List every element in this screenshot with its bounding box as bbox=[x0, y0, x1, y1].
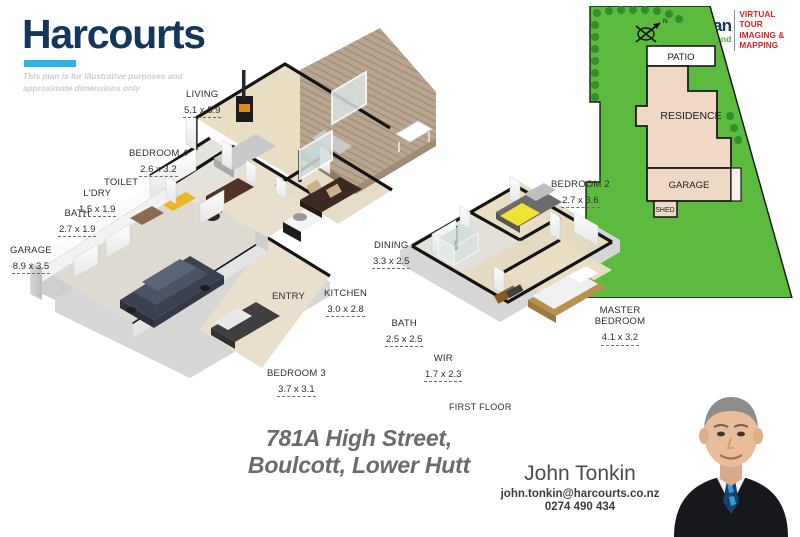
deck-furniture bbox=[395, 120, 433, 152]
first-floor-block bbox=[400, 175, 620, 323]
room-label-entry: ENTRY bbox=[272, 291, 306, 302]
site-plan: PATIO RESIDENCE GARAGE SHED N bbox=[578, 6, 796, 298]
brand-name: Harcourts bbox=[22, 11, 206, 57]
agent-details: John Tonkin john.tonkin@harcourts.co.nz … bbox=[470, 462, 690, 513]
site-label-shed: SHED bbox=[655, 207, 674, 214]
room-label-master-bedroom: MASTER BEDROOM 4.1 x 3.2 bbox=[589, 305, 651, 346]
site-trees bbox=[591, 6, 742, 144]
site-garage-door bbox=[730, 167, 742, 202]
room-label-dining: DINING 3.3 x 2.5 bbox=[372, 240, 411, 270]
room-label-bedroom2: BEDROOM 2 2.7 x 3.6 bbox=[551, 179, 610, 209]
property-address: 781A High Street, Boulcott, Lower Hutt bbox=[214, 425, 504, 479]
sitescan-tagline: VIRTUAL TOUR IMAGING & MAPPING bbox=[734, 10, 800, 51]
room-label-laundry: L'DRY 1.5 x 1.9 bbox=[78, 188, 117, 218]
address-line-2: Boulcott, Lower Hutt bbox=[247, 452, 471, 479]
bath-tub bbox=[130, 206, 164, 225]
room-label-garage: GARAGE 8.9 x 3.5 bbox=[10, 245, 52, 275]
compass-icon: N bbox=[635, 18, 668, 43]
agent-name: John Tonkin bbox=[524, 462, 636, 485]
agent-phone[interactable]: 0274 490 434 bbox=[544, 501, 616, 514]
room-label-bedroom3: BEDROOM 3 3.7 x 3.1 bbox=[267, 368, 326, 398]
sliding-doors bbox=[299, 70, 367, 181]
laundry-appliance bbox=[163, 192, 196, 211]
site-label-patio: PATIO bbox=[667, 52, 694, 63]
disclaimer-text: This plan is for illustrative purposes a… bbox=[23, 71, 183, 94]
kitchen-dining-furniture bbox=[283, 177, 362, 242]
master-floor bbox=[504, 240, 612, 302]
brand-accent-rule bbox=[24, 60, 76, 67]
site-label-residence: RESIDENCE bbox=[660, 110, 721, 122]
sitescan-tagline-line2: IMAGING & MAPPING bbox=[739, 30, 785, 50]
floor-plan-illustration bbox=[30, 28, 620, 378]
room-label-kitchen: KITCHEN 3.0 x 2.8 bbox=[324, 288, 367, 318]
wood-burner bbox=[236, 70, 253, 122]
site-block-shed bbox=[653, 200, 678, 218]
agent-photo bbox=[662, 380, 800, 537]
compass-north-label: N bbox=[663, 18, 668, 25]
agent-email[interactable]: john.tonkin@harcourts.co.nz bbox=[500, 488, 660, 501]
harcourts-logo: Harcourts bbox=[22, 11, 206, 67]
room-label-bath-ground: BATH 2.7 x 1.9 bbox=[58, 208, 97, 238]
car bbox=[120, 256, 224, 328]
site-block-garage bbox=[646, 167, 732, 202]
ground-floor-block bbox=[30, 28, 436, 378]
master-bed bbox=[528, 266, 606, 323]
bedroom2-bed bbox=[496, 183, 562, 233]
sitescan-tagline-line1: VIRTUAL TOUR bbox=[739, 10, 776, 30]
room-label-bath-first: BATH 2.5 x 2.5 bbox=[385, 318, 424, 348]
room-label-wir: WIR 1.7 x 2.3 bbox=[424, 353, 463, 383]
wardrobe bbox=[494, 284, 524, 304]
room-label-bedroom4: BEDROOM 4 2.6 x 3.2 bbox=[129, 148, 188, 178]
shower-enclosure bbox=[437, 224, 479, 266]
address-line-1: 781A High Street, bbox=[265, 425, 453, 451]
first-floor-tag: FIRST FLOOR bbox=[449, 402, 512, 412]
room-label-toilet: TOILET bbox=[104, 177, 139, 188]
room-label-living: LIVING 5.1 x 5.9 bbox=[183, 89, 222, 119]
site-label-garage: GARAGE bbox=[669, 180, 710, 191]
bedroom3-bed bbox=[211, 302, 280, 349]
